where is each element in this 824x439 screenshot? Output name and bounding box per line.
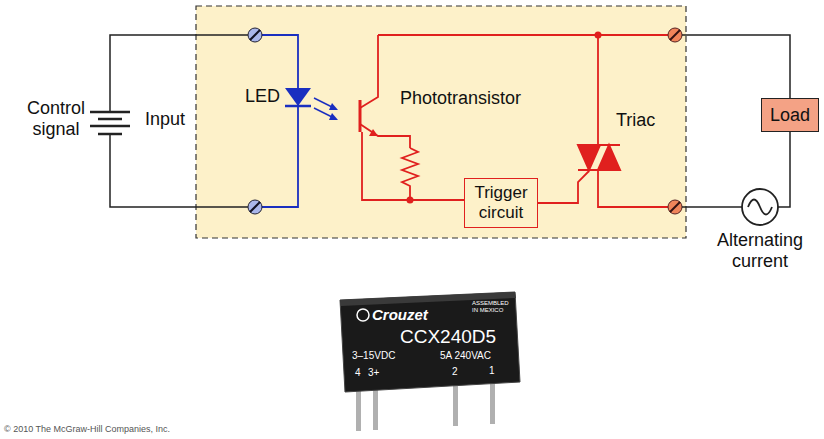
relay-housing <box>196 6 686 238</box>
led-bar <box>285 105 311 108</box>
component-label: Triac <box>616 110 655 131</box>
junction-dot <box>595 32 602 39</box>
part-number: CCX240D5 <box>400 326 496 348</box>
box-text: Load <box>770 105 810 126</box>
relay-photo <box>340 292 520 431</box>
box-text: Trigger circuit <box>474 183 527 222</box>
input-wires <box>110 35 248 207</box>
signal-label: Control signal <box>27 98 85 139</box>
triac-symbol <box>578 145 620 170</box>
ac-source-symbol <box>742 189 778 225</box>
origin-note: ASSEMBLED IN MEXICO <box>472 300 510 313</box>
phototransistor-symbol <box>359 100 362 132</box>
source-label: Alternating current <box>717 230 803 271</box>
input-label: Input <box>145 109 185 130</box>
output-rating: 5A 240VAC <box>440 350 491 362</box>
component-label: LED <box>245 86 280 107</box>
trigger-box: Trigger circuit <box>464 178 537 227</box>
copyright-note: © 2010 The McGraw-Hill Companies, Inc. <box>4 424 170 434</box>
sine-wave <box>748 200 772 215</box>
led-wires <box>255 35 298 207</box>
pin-number: 4 <box>355 367 361 379</box>
pin-number: 2 <box>452 366 458 378</box>
component-label: Phototransistor <box>400 88 521 109</box>
brand-name: Crouzet <box>372 306 428 323</box>
battery-symbol <box>90 112 130 134</box>
input-rating: 3–15VDC <box>352 350 395 362</box>
junction-dot <box>407 197 414 204</box>
pin-number: 1 <box>489 365 495 377</box>
load-box: Load <box>761 98 819 133</box>
pin-number: 3+ <box>368 367 379 379</box>
light-rays <box>314 98 338 120</box>
emitter-arrow <box>369 129 378 136</box>
led-symbol <box>285 88 311 106</box>
